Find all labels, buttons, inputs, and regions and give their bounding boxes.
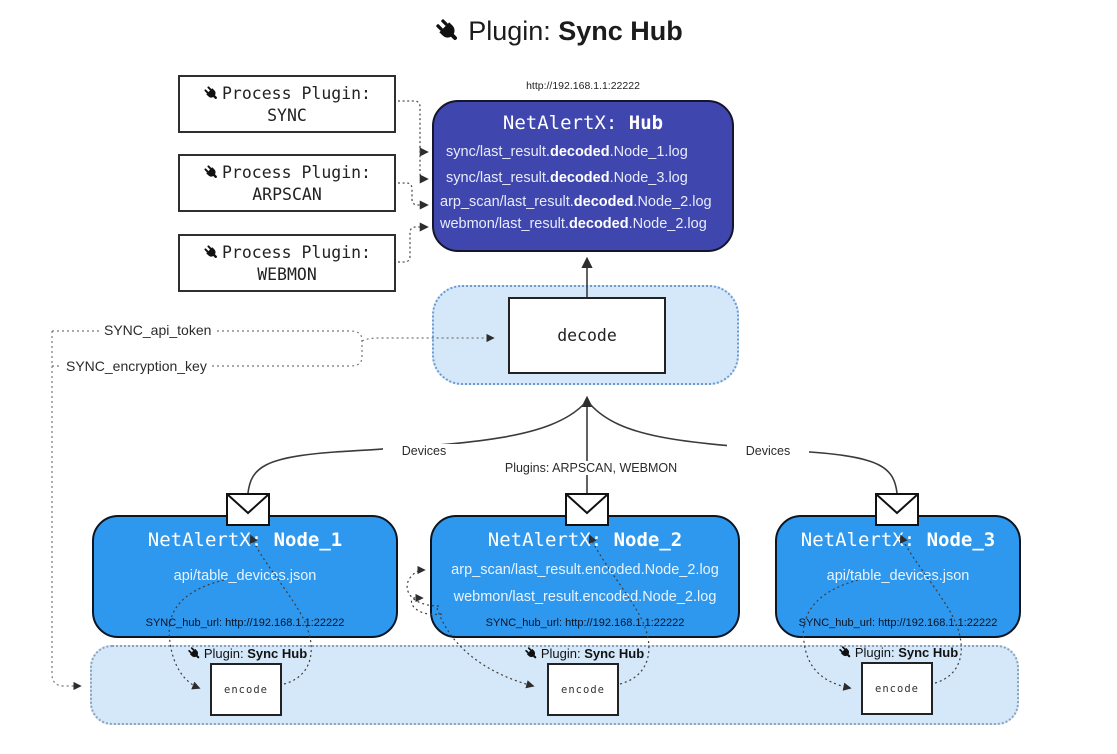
plug-icon — [187, 646, 202, 661]
hub-file-list: sync/last_result.decoded.Node_1.log sync… — [434, 139, 732, 235]
node-title: NetAlertX: Node_1 — [147, 529, 343, 551]
node-1-box: NetAlertX: Node_1 api/table_devices.json… — [92, 515, 398, 638]
encode-box: encode — [210, 663, 282, 716]
process-plugin-sync: Process Plugin: SYNC — [178, 75, 396, 133]
edge-key-to-encoders — [51, 331, 82, 691]
plug-icon — [203, 244, 220, 261]
plug-icon — [203, 164, 220, 181]
node-file: webmon/last_result.encoded.Node_2.log — [453, 589, 717, 605]
process-plugin-label: Process Plugin: — [221, 243, 371, 262]
hub-file: sync/last_result.decoded.Node_3.log — [446, 170, 688, 186]
page-title-name: Sync Hub — [558, 16, 683, 46]
plug-icon — [203, 85, 220, 102]
encode-box: encode — [861, 662, 933, 715]
node-file: arp_scan/last_result.encoded.Node_2.log — [451, 562, 719, 578]
node-3-box: NetAlertX: Node_3 api/table_devices.json… — [775, 515, 1021, 638]
process-plugin-webmon: Process Plugin: WEBMON — [178, 234, 396, 292]
process-plugin-name: ARPSCAN — [252, 185, 322, 204]
page-title-prefix: Plugin: — [468, 16, 551, 46]
hub-url: http://192.168.1.1:22222 — [526, 80, 640, 92]
node-file-list: arp_scan/last_result.encoded.Node_2.log … — [432, 557, 738, 611]
edge-sync-to-hub-2 — [419, 146, 429, 184]
process-plugin-arpscan: Process Plugin: ARPSCAN — [178, 154, 396, 212]
plug-icon — [524, 646, 539, 661]
node-title: NetAlertX: Node_3 — [800, 529, 996, 551]
hub-title: NetAlertX: Hub — [434, 112, 732, 134]
encoder-plugin-label: Plugin: Sync Hub — [182, 646, 312, 661]
edge-label-plugins: Plugins: ARPSCAN, WEBMON — [498, 461, 684, 475]
edge-label-devices-left: Devices — [383, 444, 465, 458]
sync-api-token-label: SYNC_api_token — [100, 322, 216, 338]
edge-label-devices-right: Devices — [727, 444, 809, 458]
node-file-list: api/table_devices.json — [777, 563, 1019, 590]
page-title: Plugin: Sync Hub — [0, 16, 1117, 47]
process-plugin-name: SYNC — [267, 106, 307, 125]
process-plugin-label: Process Plugin: — [221, 163, 371, 182]
plug-icon — [434, 17, 462, 45]
process-plugin-name: WEBMON — [257, 265, 317, 284]
hub-file: arp_scan/last_result.decoded.Node_2.log — [440, 194, 712, 210]
encode-box: encode — [547, 663, 619, 716]
node-title: NetAlertX: Node_2 — [487, 529, 683, 551]
edge-webmon-to-hub — [398, 222, 429, 263]
envelope-icon — [565, 493, 609, 526]
node-hub-url: SYNC_hub_url: http://192.168.1.1:22222 — [485, 617, 685, 629]
node-file: api/table_devices.json — [826, 568, 970, 584]
encoder-plugin-label: Plugin: Sync Hub — [519, 646, 649, 661]
node-2-box: NetAlertX: Node_2 arp_scan/last_result.e… — [430, 515, 740, 638]
envelope-icon — [875, 493, 919, 526]
plug-icon — [838, 645, 853, 660]
hub-file: sync/last_result.decoded.Node_1.log — [446, 144, 688, 160]
node-file-list: api/table_devices.json — [94, 563, 396, 590]
hub-title-name: Hub — [628, 112, 664, 134]
encoder-plugin-label: Plugin: Sync Hub — [833, 645, 963, 660]
node-hub-url: SYNC_hub_url: http://192.168.1.1:22222 — [798, 617, 998, 629]
envelope-icon — [226, 493, 270, 526]
edge-arpscan-to-hub — [398, 182, 429, 210]
decode-box: decode — [508, 297, 666, 374]
node-file: api/table_devices.json — [173, 568, 317, 584]
hub-title-prefix: NetAlertX: — [502, 112, 618, 134]
hub-box: NetAlertX: Hub sync/last_result.decoded.… — [432, 100, 734, 252]
edge-sync-to-hub-1 — [398, 100, 429, 157]
node-hub-url: SYNC_hub_url: http://192.168.1.1:22222 — [145, 617, 345, 629]
sync-encryption-key-label: SYNC_encryption_key — [62, 358, 211, 374]
hub-file: webmon/last_result.decoded.Node_2.log — [440, 216, 707, 232]
process-plugin-label: Process Plugin: — [221, 84, 371, 103]
